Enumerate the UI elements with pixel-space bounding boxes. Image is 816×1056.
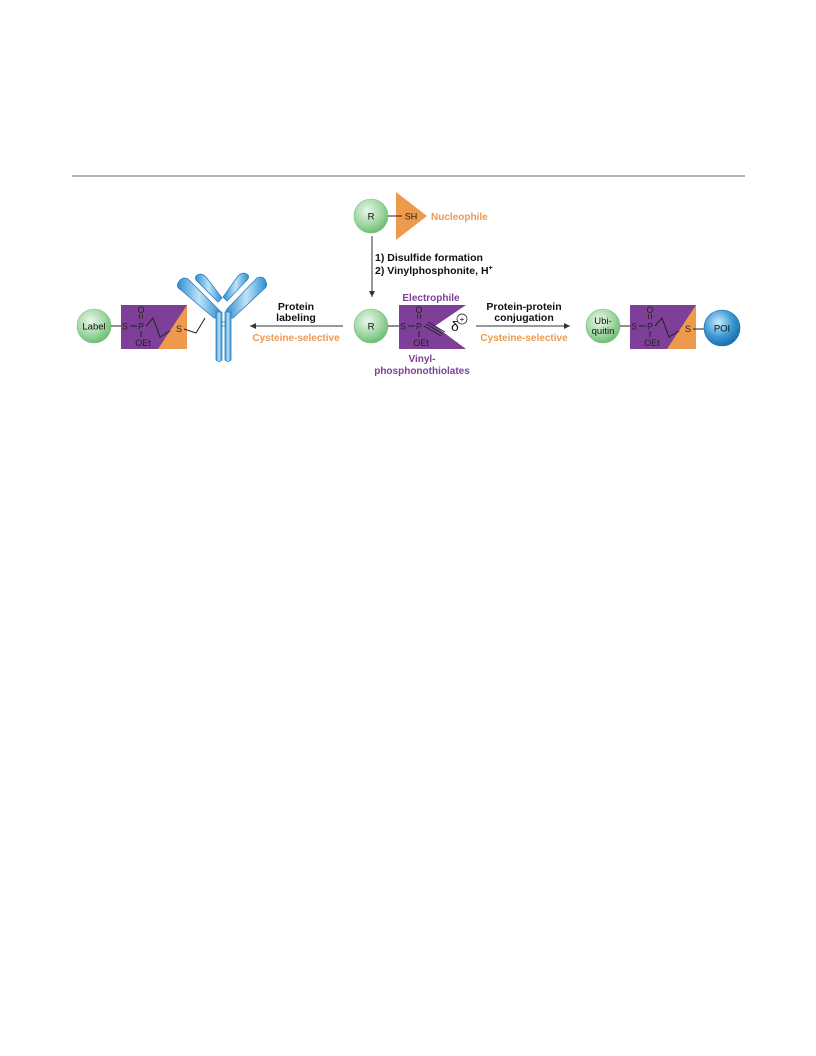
center-oet: OEt (413, 338, 429, 348)
left-s-atom: S (122, 322, 128, 332)
left-antibody-linker (183, 317, 206, 334)
delta-charge-circle (456, 313, 468, 325)
left-ethylene-linker (145, 317, 171, 338)
right-oet: OEt (644, 338, 660, 348)
right-product: Ubi- quitin S P O OEt S POI (585, 305, 741, 349)
right-o-atom: O (646, 305, 653, 315)
step-line-1: 1) Disulfide formation (375, 252, 483, 264)
sh-label: SH (405, 212, 418, 222)
poi-label: POI (714, 324, 730, 335)
vinyl-bond-b (425, 323, 444, 335)
delta-symbol: δ (451, 318, 459, 334)
left-o-atom: O (137, 305, 144, 315)
right-arrow-selectivity: Cysteine-selective (480, 333, 568, 344)
left-product: Label S P O OEt S (76, 305, 206, 349)
label-circle-text: Label (82, 322, 105, 333)
step-line-2: 2) Vinylphosphonite, H+ (375, 265, 493, 277)
center-p-atom: P (416, 322, 422, 332)
nucleophile-group: R SH Nucleophile (353, 192, 488, 240)
delta-charge: + (460, 315, 465, 324)
antibody-left-arm-inner (195, 273, 223, 303)
right-s-atom: S (631, 322, 637, 332)
center-reagent: Electrophile R S P O OEt δ + Vinyl- phos… (353, 293, 470, 377)
center-o-atom: O (415, 305, 422, 315)
left-arrow-selectivity: Cysteine-selective (252, 333, 340, 344)
right-s2-atom: S (685, 324, 691, 334)
left-oet: OEt (135, 338, 151, 348)
ubiquitin-text-2: quitin (592, 326, 615, 337)
right-ethylene-linker (654, 317, 680, 338)
left-p-atom: P (138, 322, 144, 332)
antibody-right-arm-outer (225, 276, 268, 319)
vinyl-bond-c (427, 321, 446, 333)
nucleophile-triangle (396, 192, 427, 240)
nucleophile-label: Nucleophile (431, 212, 488, 223)
electrophile-label: Electrophile (402, 293, 460, 304)
antibody-icon (177, 272, 268, 362)
r-label-center: R (368, 322, 375, 333)
left-arrow-line-1: Protein (278, 301, 314, 313)
right-arrow-line-1: Protein-protein (486, 301, 561, 313)
center-s-atom: S (400, 322, 406, 332)
right-arrow-line-2: conjugation (494, 312, 554, 324)
r-label-top: R (368, 212, 375, 223)
right-orange-wedge (667, 305, 696, 349)
right-p-atom: P (647, 322, 653, 332)
antibody-stem-right (224, 311, 232, 362)
product-name-line-1: Vinyl- (408, 354, 435, 365)
center-purple-block (399, 305, 466, 349)
vinyl-bond-a (423, 325, 442, 337)
antibody-stem-left (215, 311, 223, 362)
ubiquitin-text-1: Ubi- (594, 316, 611, 327)
r-circle-top (353, 198, 389, 234)
left-arrow-line-2: labeling (276, 312, 316, 324)
left-s2-atom: S (176, 324, 182, 334)
product-name-line-2: phosphonothiolates (374, 366, 470, 377)
step-line-2-sup: + (489, 265, 493, 272)
poi-circle (703, 309, 741, 347)
antibody-right-arm-inner (222, 272, 249, 302)
left-orange-wedge (158, 305, 187, 349)
